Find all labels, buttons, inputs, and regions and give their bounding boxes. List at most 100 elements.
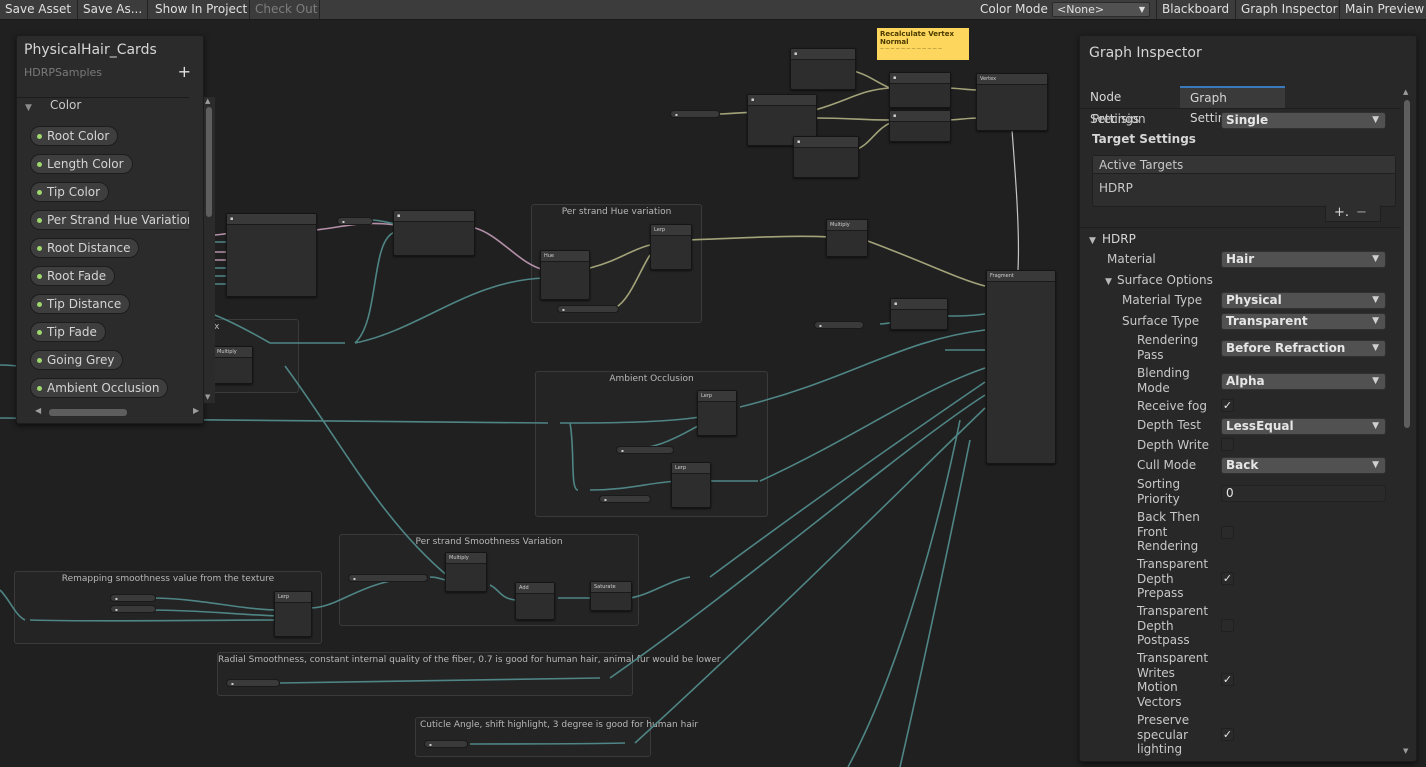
receive-fog-checkbox[interactable]: ✓ (1221, 399, 1234, 412)
property-tip-fade[interactable]: Tip Fade (30, 322, 106, 342)
save-as-button[interactable]: Save As... (78, 0, 148, 19)
inspector-vertical-scrollbar[interactable]: ▲ ▼ (1401, 88, 1413, 759)
blackboard-vertical-scrollbar[interactable]: ▲ ▼ (204, 97, 215, 403)
scroll-left-icon[interactable]: ◀ (35, 406, 42, 415)
node-title: ▪ (891, 299, 947, 310)
blackboard-toggle-button[interactable]: Blackboard (1156, 0, 1236, 19)
sticky-note[interactable]: Recalculate Vertex Normal — — — — — — — … (877, 28, 969, 60)
property-root-fade[interactable]: Root Fade (30, 266, 116, 286)
node-multiply-color[interactable]: Multiply (826, 219, 868, 257)
property-pill[interactable]: ▪ (110, 605, 156, 613)
preserve-specular-lighting-checkbox[interactable]: ✓ (1221, 728, 1234, 741)
material-dropdown[interactable]: Hair▼ (1221, 251, 1386, 268)
node-title: Vertex (977, 74, 1047, 85)
receive-fog-label: Receive fog (1137, 399, 1207, 413)
rendering-pass-dropdown[interactable]: Before Refraction▼ (1221, 340, 1386, 357)
transparent-writes-motion-vectors-checkbox[interactable]: ✓ (1221, 673, 1234, 686)
property-pill[interactable]: ▪ (348, 574, 428, 582)
blending-mode-dropdown[interactable]: Alpha▼ (1221, 373, 1386, 390)
property-pill[interactable]: ▪ (110, 594, 156, 602)
graph-inspector-panel[interactable]: Graph Inspector Node Settings Graph Sett… (1079, 35, 1417, 762)
property-length-color[interactable]: Length Color (30, 154, 133, 174)
precision-dropdown[interactable]: Single▼ (1221, 112, 1386, 129)
property-root-color[interactable]: Root Color (30, 126, 119, 146)
group-radial-smoothness[interactable]: Radial Smoothness, constant internal qua… (217, 652, 721, 696)
collapse-triangle-icon[interactable]: ▼ (1105, 277, 1112, 287)
node-hue[interactable]: Hue (540, 250, 590, 300)
node-add-smooth[interactable]: Add (515, 582, 555, 620)
show-in-project-button[interactable]: Show In Project (150, 0, 250, 19)
node-tangent-vector[interactable]: ▪ (793, 136, 859, 178)
group-cuticle-angle[interactable]: Cuticle Angle, shift highlight, 3 degree… (415, 717, 698, 757)
depth-write-checkbox[interactable] (1221, 438, 1234, 451)
hdrp-section-header[interactable]: HDRP (1102, 232, 1136, 246)
group-remapping-smoothness[interactable]: Remapping smoothness value from the text… (14, 571, 322, 644)
material-type-dropdown[interactable]: Physical▼ (1221, 292, 1386, 309)
transparent-depth-postpass-checkbox[interactable] (1221, 619, 1234, 632)
label-line: Rendering (1137, 539, 1199, 553)
add-property-button[interactable]: + (177, 62, 191, 81)
property-root-distance[interactable]: Root Distance (30, 238, 140, 258)
active-target-hdrp[interactable]: HDRP (1099, 181, 1133, 195)
property-pill[interactable]: ▪ (424, 740, 468, 748)
node-normal-from-height[interactable]: ▪ (890, 298, 948, 330)
node-subgraph[interactable]: ▪ (393, 210, 475, 256)
node-vertex-stack[interactable]: Vertex (976, 73, 1048, 131)
node-lerp-hue[interactable]: Lerp (650, 224, 692, 270)
node-title: ▪ (227, 214, 316, 225)
property-pill[interactable]: ▪ (670, 110, 720, 118)
property-ambient-occlusion[interactable]: Ambient Occlusion (30, 378, 169, 398)
category-color[interactable]: ▼ Color (17, 98, 189, 118)
node-lerp-remap[interactable]: Lerp (274, 591, 312, 637)
surface-options-header[interactable]: Surface Options (1117, 273, 1213, 287)
tab-node-settings[interactable]: Node Settings (1090, 90, 1140, 126)
node-lerp-ao-1[interactable]: Lerp (697, 390, 737, 436)
sorting-priority-field[interactable]: 0 (1221, 485, 1386, 502)
surface-type-dropdown[interactable]: Transparent▼ (1221, 313, 1386, 330)
scroll-down-icon[interactable]: ▼ (1403, 747, 1409, 755)
scroll-up-icon[interactable]: ▲ (205, 97, 211, 105)
node-lerp-ao-2[interactable]: Lerp (671, 462, 711, 508)
chevron-down-icon: ▼ (1372, 343, 1379, 353)
property-pill[interactable]: ▪ (557, 305, 619, 313)
node-custom-function[interactable]: ▪ (226, 213, 317, 297)
remove-target-button[interactable]: − (1356, 205, 1367, 220)
scrollbar-thumb[interactable] (49, 409, 127, 416)
scroll-right-icon[interactable]: ▶ (193, 406, 200, 415)
collapse-triangle-icon[interactable]: ▼ (1089, 236, 1096, 246)
main-preview-toggle-button[interactable]: Main Preview (1345, 2, 1425, 16)
color-mode-dropdown[interactable]: <None> ▼ (1052, 2, 1150, 17)
property-going-grey[interactable]: Going Grey (30, 350, 124, 370)
back-then-front-checkbox[interactable] (1221, 526, 1234, 539)
depth-test-dropdown[interactable]: LessEqual▼ (1221, 418, 1386, 435)
check-out-button[interactable]: Check Out (250, 0, 320, 19)
property-tip-distance[interactable]: Tip Distance (30, 294, 131, 314)
node-fragment-stack[interactable]: Fragment (986, 270, 1056, 464)
scroll-down-icon[interactable]: ▼ (205, 393, 211, 401)
node-saturate[interactable]: Saturate (590, 581, 632, 611)
scrollbar-thumb[interactable] (206, 107, 212, 217)
node-cross-product-1[interactable]: ▪ (889, 72, 951, 108)
node-multiply-smooth[interactable]: Multiply (445, 552, 487, 592)
blackboard-horizontal-scrollbar[interactable]: ◀ ▶ (31, 406, 203, 418)
property-pill[interactable]: ▪ (337, 217, 373, 225)
node-cross-product-2[interactable]: ▪ (889, 110, 951, 142)
property-tip-color[interactable]: Tip Color (30, 182, 110, 202)
tab-graph-settings[interactable]: Graph Settings (1180, 86, 1285, 125)
node-multiply-index[interactable]: Multiply (213, 346, 253, 384)
property-pill[interactable]: ▪ (616, 446, 674, 454)
cull-mode-dropdown[interactable]: Back▼ (1221, 457, 1386, 474)
property-pill[interactable]: ▪ (599, 495, 651, 503)
node-normal-vector[interactable]: ▪ (790, 48, 856, 90)
property-label: Tip Fade (47, 325, 97, 339)
save-asset-button[interactable]: Save Asset (0, 0, 78, 19)
transparent-depth-prepass-checkbox[interactable]: ✓ (1221, 572, 1234, 585)
property-per-strand-hue-variation[interactable]: Per Strand Hue Variation (30, 210, 189, 230)
property-pill[interactable]: ▪ (814, 321, 864, 329)
blackboard-panel[interactable]: PhysicalHair_Cards HDRPSamples + ▼ Color… (16, 35, 215, 424)
graph-inspector-toggle-button[interactable]: Graph Inspector (1236, 0, 1340, 19)
property-pill[interactable]: ▪ (226, 679, 280, 687)
add-target-button[interactable]: +. (1334, 205, 1350, 220)
scrollbar-thumb[interactable] (1404, 100, 1410, 428)
scroll-up-icon[interactable]: ▲ (1403, 88, 1409, 96)
